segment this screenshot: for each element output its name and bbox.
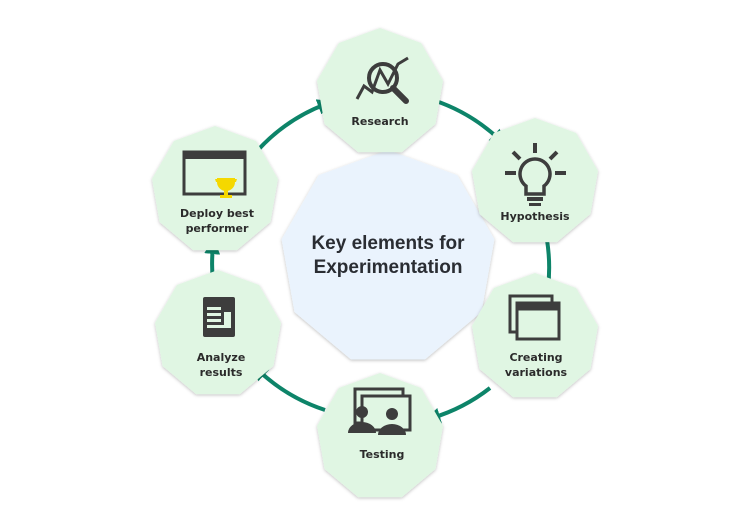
search-chart-icon: [355, 56, 409, 104]
windows-stack-icon: [508, 294, 561, 341]
window-trophy-icon: [182, 150, 247, 198]
center-nonagon: [281, 150, 495, 360]
label-research: Research: [351, 115, 409, 128]
label-creating-variations: Creating variations: [504, 351, 568, 379]
node-hypothesis: [472, 118, 598, 243]
cycle-arrow: [256, 99, 334, 152]
center-title: Key elements for Experimentation: [311, 233, 465, 278]
cycle-arrow: [252, 364, 326, 412]
label-testing: Testing: [359, 448, 405, 461]
report-icon: [203, 297, 235, 337]
users-screens-icon: [348, 387, 412, 435]
cycle-arrow: [432, 98, 506, 146]
label-deploy-best-performer: Deploy best performer: [180, 207, 254, 235]
node-testing: [317, 373, 443, 498]
label-hypothesis: Hypothesis: [500, 210, 570, 223]
cycle-arrow: [424, 386, 492, 424]
trophy-icon: [215, 178, 237, 198]
lightbulb-icon: [505, 143, 566, 206]
label-analyze-results: Analyze results: [196, 351, 246, 379]
